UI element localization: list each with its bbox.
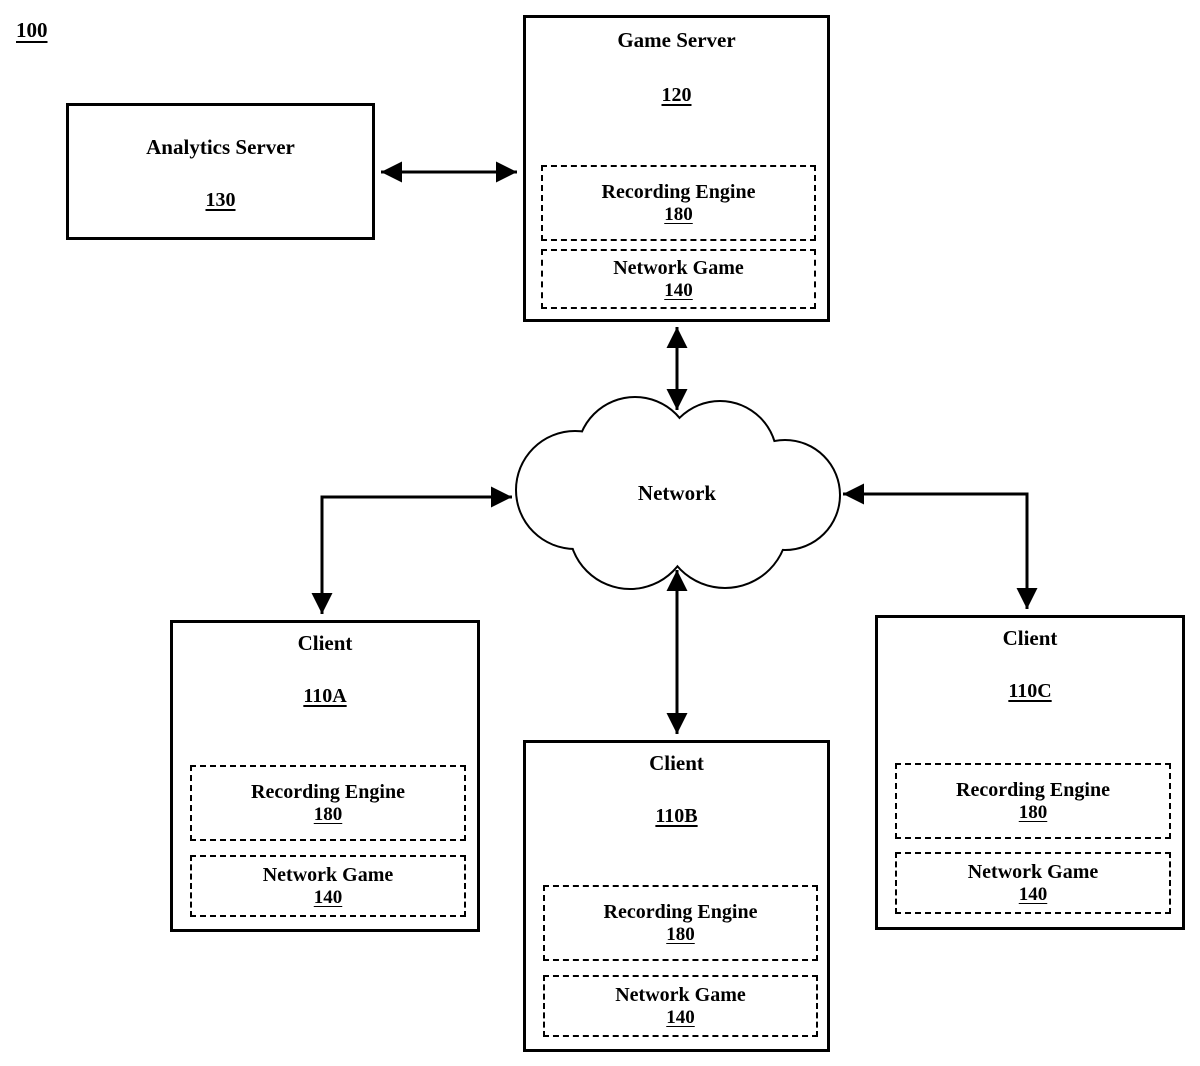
client-b-recording-engine-box: Recording Engine 180	[543, 885, 818, 961]
game-server-box: Game Server 120 Recording Engine 180 Net…	[523, 15, 830, 322]
client-c-box: Client 110C Recording Engine 180 Network…	[875, 615, 1185, 930]
network-game-title: Network Game	[262, 863, 394, 886]
network-label: Network	[637, 481, 717, 505]
network-game-title: Network Game	[967, 860, 1099, 883]
game-server-title: Game Server	[617, 28, 736, 52]
game-server-ref: 120	[661, 84, 692, 107]
network-game-ref: 140	[1018, 883, 1048, 905]
recording-engine-ref: 180	[666, 923, 695, 945]
network-cloud-fill	[517, 398, 839, 588]
recording-engine-title: Recording Engine	[601, 180, 756, 203]
client-a-box: Client 110A Recording Engine 180 Network…	[170, 620, 480, 932]
recording-engine-title: Recording Engine	[956, 778, 1110, 801]
client-a-network-game-box: Network Game 140	[190, 855, 466, 917]
client-c-ref: 110C	[1008, 680, 1052, 703]
network-game-title: Network Game	[613, 256, 744, 279]
network-game-title: Network Game	[615, 983, 746, 1006]
network-game-ref: 140	[666, 1006, 695, 1028]
client-a-recording-engine-box: Recording Engine 180	[190, 765, 466, 841]
recording-engine-title: Recording Engine	[603, 900, 758, 923]
network-game-ref: 140	[664, 279, 693, 301]
recording-engine-ref: 180	[1018, 801, 1048, 823]
network-game-ref: 140	[313, 886, 343, 908]
analytics-server-box: Analytics Server 130	[66, 103, 375, 240]
game-server-network-game-box: Network Game 140	[541, 249, 816, 309]
figure-ref: 100	[16, 18, 48, 42]
recording-engine-title: Recording Engine	[251, 780, 405, 803]
game-server-recording-engine-box: Recording Engine 180	[541, 165, 816, 241]
client-a-title: Client	[297, 631, 353, 655]
client-c-title: Client	[1002, 626, 1058, 650]
client-a-ref: 110A	[303, 685, 347, 708]
client-b-network-game-box: Network Game 140	[543, 975, 818, 1037]
recording-engine-ref: 180	[313, 803, 343, 825]
client-c-network-game-box: Network Game 140	[895, 852, 1171, 914]
recording-engine-ref: 180	[664, 203, 693, 225]
client-c-recording-engine-box: Recording Engine 180	[895, 763, 1171, 839]
analytics-server-title: Analytics Server	[146, 135, 295, 159]
arrow-network-clientC	[843, 483, 1038, 609]
client-b-title: Client	[649, 751, 704, 775]
client-b-ref: 110B	[655, 805, 698, 828]
analytics-server-ref: 130	[205, 189, 236, 212]
client-b-box: Client 110B Recording Engine 180 Network…	[523, 740, 830, 1052]
arrow-network-clientA	[311, 486, 512, 614]
